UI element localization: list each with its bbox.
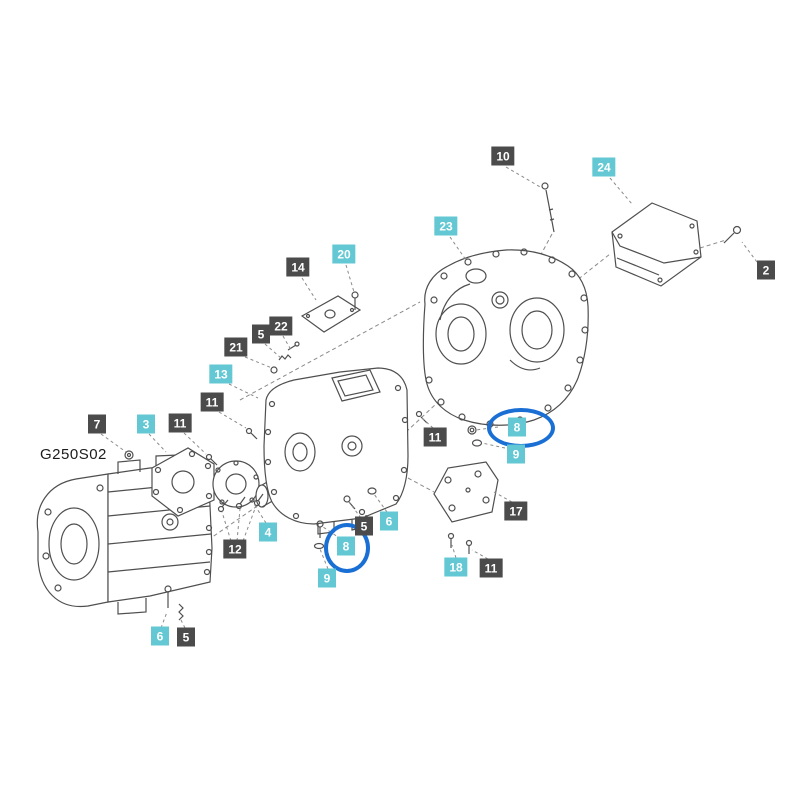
part-label-20[interactable]: 20 [332, 244, 356, 264]
part-label-2[interactable]: 2 [757, 260, 775, 280]
part-label-23[interactable]: 23 [434, 216, 458, 236]
part-label-3[interactable]: 3 [137, 414, 155, 434]
part-label-11c[interactable]: 11 [423, 427, 447, 447]
leader-lines [100, 166, 758, 629]
part-label-7[interactable]: 7 [88, 414, 106, 434]
part-label-17[interactable]: 17 [504, 501, 528, 521]
part-label-11b[interactable]: 11 [168, 413, 192, 433]
part-label-5b[interactable]: 5 [355, 516, 373, 536]
part-label-9b[interactable]: 9 [318, 568, 336, 588]
plate-17-drawing [433, 461, 499, 523]
part-label-6b[interactable]: 6 [151, 626, 169, 646]
right-case-drawing [422, 248, 589, 428]
part-label-9a[interactable]: 9 [507, 444, 525, 464]
part-label-4[interactable]: 4 [259, 522, 277, 542]
part-label-11d[interactable]: 11 [479, 558, 503, 578]
center-case-drawing [263, 367, 409, 535]
plate-14-drawing [300, 295, 362, 333]
part-label-12[interactable]: 12 [223, 539, 247, 559]
part-label-22[interactable]: 22 [269, 316, 293, 336]
part-label-11a[interactable]: 11 [200, 392, 224, 412]
small-parts-drawing [124, 182, 742, 621]
part-label-6a[interactable]: 6 [380, 511, 398, 531]
part-label-10[interactable]: 10 [491, 146, 515, 166]
part-label-13[interactable]: 13 [209, 364, 233, 384]
part-label-5a[interactable]: 5 [252, 324, 270, 344]
part-label-8a[interactable]: 8 [508, 417, 526, 437]
part-label-14[interactable]: 14 [286, 257, 310, 277]
model-code-label: G250S02 [40, 446, 107, 463]
top-cover-drawing [611, 202, 702, 287]
part-label-5c[interactable]: 5 [177, 627, 195, 647]
part-label-24[interactable]: 24 [592, 157, 616, 177]
part-label-21[interactable]: 21 [224, 337, 248, 357]
part-label-18[interactable]: 18 [444, 557, 468, 577]
part-label-8b[interactable]: 8 [337, 536, 355, 556]
